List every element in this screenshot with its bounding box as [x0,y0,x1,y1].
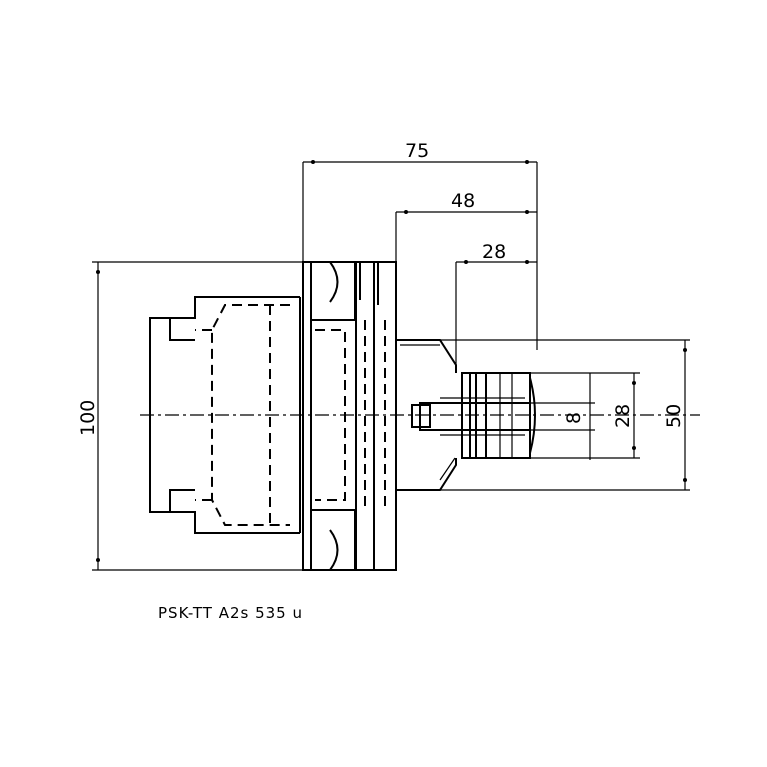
dim-label-100: 100 [77,400,99,436]
dim-label-28-right: 28 [612,404,634,428]
dim-100: 100 [77,261,303,571]
dim-75: 75 [302,140,538,350]
dim-28-top: 28 [455,241,537,370]
dim-label-75: 75 [405,140,429,162]
dim-label-48: 48 [451,190,475,212]
dim-48: 48 [395,190,537,340]
drawing-caption: PSK-TT A2s 535 u [158,604,303,622]
shank-body [149,296,301,534]
dim-label-8: 8 [563,412,585,424]
chuck-nose [396,339,536,491]
flange [302,261,397,571]
dim-8: 8 [530,373,595,460]
dim-50: 50 [396,339,690,491]
dim-label-28-top: 28 [482,241,506,263]
dim-label-50: 50 [663,404,685,428]
